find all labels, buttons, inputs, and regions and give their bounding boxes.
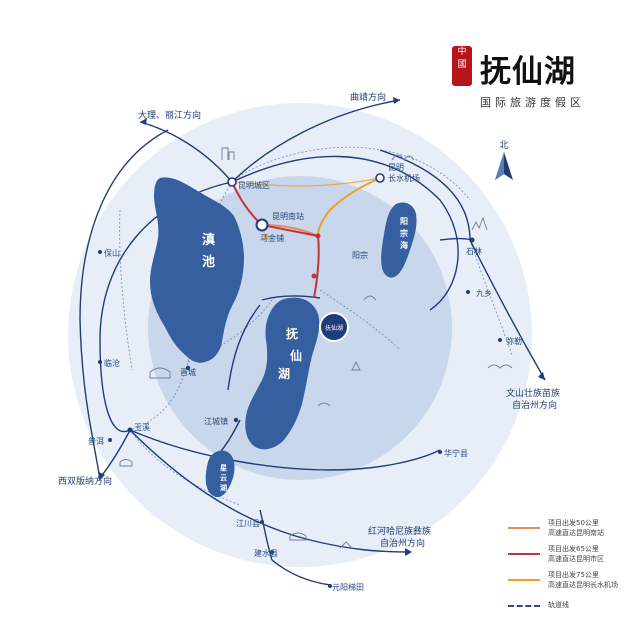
route-jiangchuan <box>259 509 273 561</box>
route-honghe <box>129 429 411 553</box>
yangzong-marker <box>315 233 321 239</box>
north-arrow: 北 <box>489 138 519 188</box>
route-to-city <box>231 181 320 299</box>
yangzong-label-3: 海 <box>400 240 408 250</box>
yuxi-label: 玉溪 <box>134 422 150 432</box>
wenshan-direction-1: 文山壮族苗族 <box>506 387 560 399</box>
direction-labels: 大理、丽江方向 曲靖方向 文山壮族苗族 自治州方向 西双版纳方向 红河哈尼族彝族… <box>58 91 560 549</box>
seal-char-1: 中 <box>457 47 467 57</box>
direction-arrows <box>99 97 545 556</box>
legend-swatch-2 <box>508 553 540 555</box>
kunming-airport-marker <box>375 173 385 183</box>
legend-text-2a: 项目出发65公里 <box>548 545 599 553</box>
honghe-direction-2: 自治州方向 <box>380 537 425 549</box>
place-labels: 昆明城区 昆明南站 昆明 长水机场 马金铺 阳宗 晋城 江城镇 石林 九乡 弥勒… <box>88 163 522 592</box>
brand-title: 抚仙湖 <box>480 54 576 90</box>
kunming-airport-label-2: 长水机场 <box>388 173 420 183</box>
fuxian-label-2: 仙 <box>290 348 302 363</box>
legend-swatch-3 <box>508 579 540 581</box>
legend-text-1a: 项目出发50公里 <box>548 519 599 527</box>
yuanyang-label: 元阳梯田 <box>332 582 364 592</box>
legend-swatch-4 <box>508 605 540 607</box>
legend-text-4: 轨道线 <box>548 601 569 609</box>
xingyun-label-3: 湖 <box>220 483 227 492</box>
route-west-big <box>79 129 169 481</box>
majie-marker <box>263 233 269 239</box>
route-qujing <box>231 99 401 183</box>
xishuangbanna-direction: 西双版纳方向 <box>58 475 112 487</box>
legend-text-2b: 高速直达昆明市区 <box>548 555 604 563</box>
jianshui-label: 建水县 <box>254 548 278 558</box>
kunming-south-marker <box>255 218 269 232</box>
xingyun-label-2: 云 <box>220 473 227 482</box>
kunming-south-label: 昆明南站 <box>272 211 304 221</box>
seal-char-2: 國 <box>457 60 467 70</box>
legend-text-3a: 项目出发75公里 <box>548 571 599 579</box>
mile-label: 弥勒 <box>506 336 522 346</box>
north-arrow-icon <box>495 152 513 180</box>
baoshan-label: 保山 <box>104 248 120 258</box>
resort-marker[interactable]: 抚仙湖 <box>319 312 349 342</box>
fuxian-lake <box>245 297 320 450</box>
yangzong-town-label: 阳宗 <box>352 250 368 260</box>
kunming-city-marker <box>227 177 237 187</box>
jinning-label: 晋城 <box>180 368 196 377</box>
xingyun-lake <box>205 450 235 498</box>
shilin-label: 石林 <box>466 246 482 256</box>
brand-seal: 中 國 <box>452 46 472 86</box>
puer-label: 普洱 <box>88 436 104 446</box>
legend-text-3b: 高速直达昆明长水机场 <box>548 581 618 589</box>
dianchi-lake <box>150 177 244 363</box>
yangzong-lake <box>381 202 417 278</box>
north-label: 北 <box>499 141 509 151</box>
yangzong-label-1: 阳 <box>400 216 408 226</box>
route-fuxian-west <box>227 304 261 391</box>
lincang-label: 临沧 <box>104 358 120 368</box>
brand-block: 中 國 抚仙湖 国际旅游度假区 <box>452 42 622 122</box>
shilin-marker <box>469 237 475 243</box>
route-east-ring <box>231 155 459 311</box>
xingyun-label-1: 星 <box>220 463 227 472</box>
landmark-icons <box>119 147 513 549</box>
dali-direction: 大理、丽江方向 <box>138 109 201 121</box>
honghe-direction-1: 红河哈尼族彝族 <box>368 525 431 537</box>
route-city-airport <box>231 177 381 187</box>
wenshan-direction-2: 自治州方向 <box>512 399 557 411</box>
jiuxiang-label: 九乡 <box>476 289 492 298</box>
majie-label: 马金铺 <box>260 233 284 243</box>
brand-subtitle: 国际旅游度假区 <box>480 96 585 109</box>
chengjiang-marker <box>311 273 317 279</box>
town-dots <box>98 250 502 588</box>
kunming-city-label: 昆明城区 <box>238 181 270 190</box>
legend-text-1b: 高速直达昆明南站 <box>548 529 604 537</box>
legend-swatch-1 <box>508 527 540 529</box>
dianchi-label-1: 滇池 <box>202 232 215 270</box>
route-to-airport <box>317 177 381 237</box>
kunming-airport-label-1: 昆明 <box>388 163 404 172</box>
resort-label: 抚仙湖 <box>325 324 343 332</box>
jiangchuan-label: 江川县 <box>236 519 260 528</box>
yangzong-label-2: 宗 <box>400 228 408 238</box>
route-south <box>129 429 441 471</box>
route-dali <box>139 121 233 183</box>
huaning-label: 华宁县 <box>444 448 468 458</box>
jiangcheng-label: 江城镇 <box>204 416 228 426</box>
fuxian-label-1: 抚 <box>286 326 298 341</box>
route-yuanyang <box>271 559 331 586</box>
qujing-direction: 曲靖方向 <box>350 91 386 103</box>
fuxian-label-3: 湖 <box>278 366 290 381</box>
